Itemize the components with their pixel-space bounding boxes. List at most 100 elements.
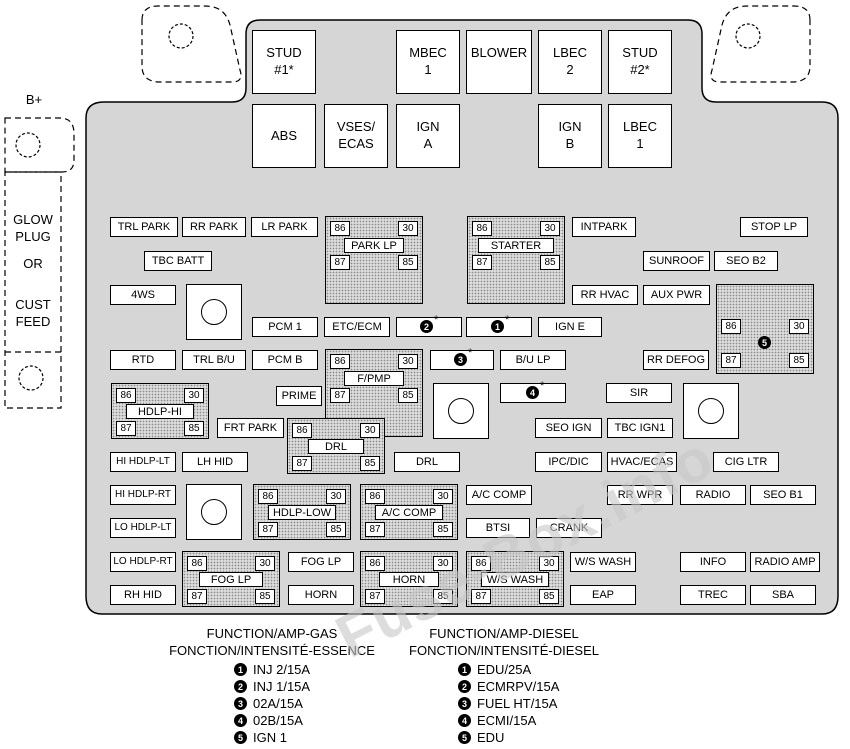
relay-pin: 87 [365,589,385,604]
fuse-cig-ltr[interactable]: CIG LTR [713,452,779,472]
fuse-ws-wash[interactable]: W/S WASH [570,552,636,572]
relay-ac-comp[interactable]: 86 30 A/C COMP 87 85 [360,484,458,540]
legend-num: 2 [234,680,247,693]
fuse-rr-defog[interactable]: RR DEFOG [643,350,709,370]
fuse-seo-b1[interactable]: SEO B1 [750,485,816,505]
fuse-prime[interactable]: PRIME [276,386,322,406]
relay-fog-lp[interactable]: 86 30 FOG LP 87 85 [182,551,280,607]
relay-hdlp-low[interactable]: 86 30 HDLP-LOW 87 85 [253,484,351,540]
fuse-stud-1[interactable]: STUD #1* [252,30,316,94]
fuse-info[interactable]: INFO [680,552,746,572]
fuse-sir[interactable]: SIR [606,383,672,403]
fuse-lo-hdlp-lt[interactable]: LO HDLP-LT [110,518,176,538]
fuse-lbec-2[interactable]: LBEC 2 [538,30,602,94]
fuse-tbc-ign1[interactable]: TBC IGN1 [607,418,673,438]
relay-park-lp[interactable]: 86 30 PARK LP 87 85 [325,216,423,304]
fuse-lh-hid[interactable]: LH HID [182,452,248,472]
relay-pin: 87 [365,522,385,537]
side-label-feed: FEED [15,314,51,329]
fuse-seo-b2[interactable]: SEO B2 [714,251,778,271]
fuse-lr-park[interactable]: LR PARK [251,217,318,237]
relay-pin: 30 [326,489,346,504]
relay-label: HDLP-HI [126,404,194,419]
fuse-aux-pwr[interactable]: AUX PWR [643,285,710,305]
fuse-ign-e[interactable]: IGN E [538,317,602,337]
relay-pin: 30 [398,221,418,236]
marker-1-star: * [505,314,510,326]
fuse-eap[interactable]: EAP [570,585,636,605]
fuse-crank[interactable]: CRANK [536,518,602,538]
fuse-trec[interactable]: TREC [680,585,746,605]
relay-pin: 86 [471,556,491,571]
fuse-lo-hdlp-rt[interactable]: LO HDLP-RT [110,552,176,572]
fuse-pcm-b[interactable]: PCM B [252,350,318,370]
relay-horn[interactable]: 86 30 HORN 87 85 [360,551,458,607]
legend-gas-title: FUNCTION/AMP-GAS [206,626,338,641]
relay-pin: 86 [721,319,741,334]
relay-starter[interactable]: 86 30 STARTER 87 85 [467,216,565,304]
fuse-fog-lp[interactable]: FOG LP [288,552,354,572]
fuse-mbec-1[interactable]: MBEC 1 [396,30,460,94]
fuse-ign-a[interactable]: IGN A [396,104,460,168]
fuse-stop-lp[interactable]: STOP LP [740,217,808,237]
fuse-drl[interactable]: DRL [394,452,460,472]
fuse-bu-lp[interactable]: B/U LP [500,350,566,370]
fuse-etc-ecm[interactable]: ETC/ECM [324,317,390,337]
fuse-hvac-ecas[interactable]: HVAC/ECAS [607,452,677,472]
relay-pin: 85 [433,589,453,604]
legend-num: 3 [458,697,471,710]
fuse-hi-hdlp-rt[interactable]: HI HDLP-RT [110,485,176,505]
relay-ws-wash[interactable]: 86 30 W/S WASH 87 85 [466,551,564,607]
fuse-blower[interactable]: BLOWER [466,30,532,94]
legend-diesel-subtitle: FONCTION/INTENSITÉ-DIESEL [409,643,599,658]
relay-pin: 87 [258,522,278,537]
relay-drl[interactable]: 86 30 DRL 87 85 [287,418,385,474]
socket-circle [186,484,242,540]
fuse-tbc-batt[interactable]: TBC BATT [144,251,212,271]
relay-pin: 85 [360,456,380,471]
fuse-sunroof[interactable]: SUNROOF [643,251,710,271]
relay-pin: 85 [540,255,560,270]
relay-pin: 87 [292,456,312,471]
fuse-rr-park[interactable]: RR PARK [182,217,246,237]
fuse-hi-hdlp-lt[interactable]: HI HDLP-LT [110,452,176,472]
fuse-radio-amp[interactable]: RADIO AMP [750,552,820,572]
relay-hdlp-hi[interactable]: 86 30 HDLP-HI 87 85 [111,383,209,439]
relay-label: HORN [379,572,439,587]
fuse-frt-park[interactable]: FRT PARK [217,418,284,438]
marker-4-star: * [540,380,545,392]
relay-pin: 85 [255,589,275,604]
fuse-horn[interactable]: HORN [288,585,354,605]
fuse-rr-wpr[interactable]: RR WPR [607,485,673,505]
fuse-lbec-1[interactable]: LBEC 1 [608,104,672,168]
fuse-rtd[interactable]: RTD [110,350,176,370]
relay-pin: 85 [789,353,809,368]
fuse-trl-bu[interactable]: TRL B/U [182,350,246,370]
legend-text: INJ 2/15A [253,662,311,677]
fuse-vses-ecas[interactable]: VSES/ ECAS [324,104,388,168]
fuse-stud-2[interactable]: STUD #2* [608,30,672,94]
fuse-ac-comp[interactable]: A/C COMP [466,485,532,505]
legend-num: 3 [234,697,247,710]
relay-slot-5[interactable]: 86 30 87 85 [716,284,814,374]
relay-pin: 85 [184,421,204,436]
fuse-btsi[interactable]: BTSI [466,518,530,538]
fuse-radio[interactable]: RADIO [680,485,746,505]
fuse-rh-hid[interactable]: RH HID [110,585,176,605]
legend-num: 1 [458,663,471,676]
relay-pin: 87 [116,421,136,436]
fuse-ipc-dic[interactable]: IPC/DIC [535,452,602,472]
legend-text: IGN 1 [253,730,287,745]
fuse-pcm-1[interactable]: PCM 1 [252,317,318,337]
fuse-trl-park[interactable]: TRL PARK [110,217,178,237]
fuse-intpark[interactable]: INTPARK [572,217,636,237]
fuse-4ws[interactable]: 4WS [110,285,176,305]
fuse-ign-b[interactable]: IGN B [538,104,602,168]
legend-text: FUEL HT/15A [477,696,558,711]
fuse-sba[interactable]: SBA [750,585,816,605]
fuse-seo-ign[interactable]: SEO IGN [535,418,602,438]
fuse-abs[interactable]: ABS [252,104,316,168]
fuse-rr-hvac[interactable]: RR HVAC [572,285,638,305]
